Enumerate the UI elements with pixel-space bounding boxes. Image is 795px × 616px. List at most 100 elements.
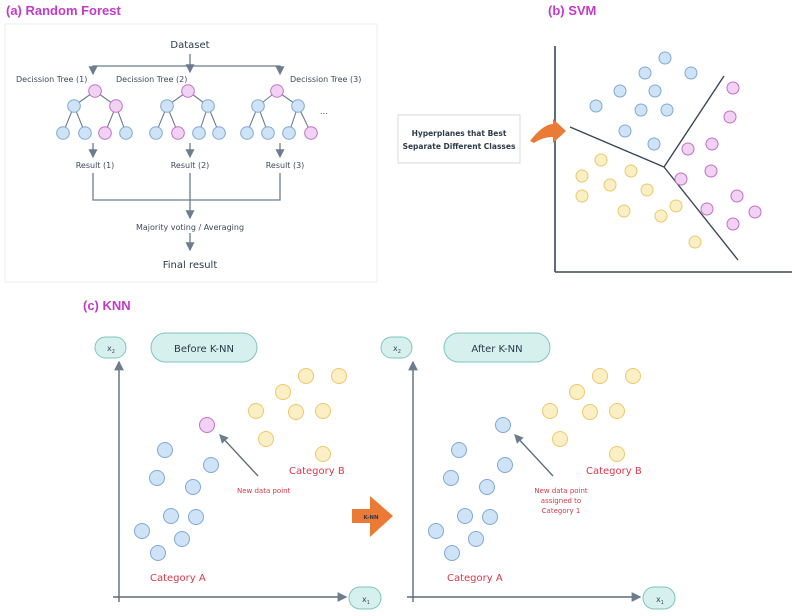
decision-trees [56,84,318,140]
category-b-point [288,404,304,420]
svm-point [700,202,714,216]
tree-1-leaf-node [98,126,112,140]
svm-point [669,199,683,213]
tree-2-leaf-node [212,126,226,140]
svm-point [575,169,589,183]
category-b-point [298,368,314,384]
before-pointer-arrow [219,434,259,477]
category-b-point [275,384,291,400]
svm-point [730,189,744,203]
tree-3-leaf-node [304,126,318,140]
hyperplane-callout-box [397,114,521,164]
knn-transition-arrow [352,496,393,537]
svm-point [618,124,632,138]
before-category-a-label: Category A [150,573,206,584]
svm-point [617,204,631,218]
before-knn-label: Before K-NN [174,344,234,355]
random-forest-title: (a) Random Forest [6,3,122,18]
svm-points [575,51,762,249]
category-a-point [443,470,459,486]
assigned-line-3: Category 1 [542,507,581,515]
svm-point [648,84,662,98]
svm-point [704,164,718,178]
new-data-point [199,417,215,433]
category-a-point [134,523,150,539]
svm-point [647,137,661,151]
after-y-axis-pill [380,336,413,359]
tree-1-leaf-node [56,126,70,140]
dataset-label: Dataset [170,40,209,51]
after-pointer-arrow [514,434,554,477]
category-b-point [248,403,264,419]
category-b-point [625,368,641,384]
after-x-axis-pill [642,586,676,610]
dataset-split-arrows [88,54,285,76]
knn-points [134,368,641,561]
after-y-axis-label: x2 [393,344,401,355]
callout-arrow [530,119,566,143]
svm-point [688,235,702,249]
category-a-point [479,479,495,495]
tree-1-node [67,99,81,113]
svm-point [748,205,762,219]
svm-point [603,178,617,192]
tree-2-node [201,99,215,113]
tree-2-root-node [181,84,195,98]
new-point-label: New data point [237,487,291,495]
tree-1-node [109,99,123,113]
knn-arrow-label: K-NN [363,515,379,521]
category-b-point [569,384,585,400]
category-a-point [428,523,444,539]
category-a-point [482,509,498,525]
result-3-label: Result (3) [266,161,305,170]
category-a-point [444,545,460,561]
svm-point [681,142,695,156]
tree-3-leaf-node [261,126,275,140]
svm-point [658,51,672,65]
tree-1-leaf-node [119,126,133,140]
tree-3-root-node [270,84,284,98]
category-b-point [609,446,625,462]
category-b-point [315,403,331,419]
svm-axes [554,46,792,273]
svm-point [674,172,688,186]
knn-panel: (c) KNN x2 x1 Before K-NN Category B Cat… [83,298,676,610]
after-category-a-label: Category A [447,573,503,584]
tree-2-leaf-node [149,126,163,140]
after-knn-label: After K-NN [471,344,522,355]
category-a-point [157,442,173,458]
tree-1-label: Decission Tree (1) [16,75,87,84]
svm-point [726,217,740,231]
result-arrows [88,143,285,252]
knn-before-panel: x2 x1 Before K-NN Category B Category A … [94,332,382,610]
result-2-label: Result (2) [171,161,210,170]
callout-line-1: Hyperplanes that Best [412,129,507,138]
after-category-b-label: Category B [586,466,642,477]
svm-point [575,189,589,203]
tree-2-leaf-node [192,126,206,140]
before-y-axis-label: x2 [107,344,115,355]
category-b-point [609,403,625,419]
aggregation-label: Majority voting / Averaging [136,223,244,232]
svm-point [705,137,719,151]
result-1-label: Result (1) [76,161,115,170]
svm-point [640,183,654,197]
category-b-point [552,431,568,447]
assigned-data-point [495,417,511,433]
svm-point [684,66,698,80]
category-b-point [582,404,598,420]
before-x-axis-label: x1 [362,595,370,606]
category-a-point [149,470,165,486]
svm-point [638,66,652,80]
svm-point [589,99,603,113]
random-forest-frame [4,23,378,283]
after-x-axis-label: x1 [656,595,664,606]
svm-panel: (b) SVM Hyperplanes that Best Separate D… [397,3,792,273]
category-a-point [497,457,513,473]
category-b-point [542,403,558,419]
category-a-point [150,545,166,561]
svm-point [594,153,608,167]
before-knn-pill [150,332,258,363]
category-a-point [174,531,190,547]
